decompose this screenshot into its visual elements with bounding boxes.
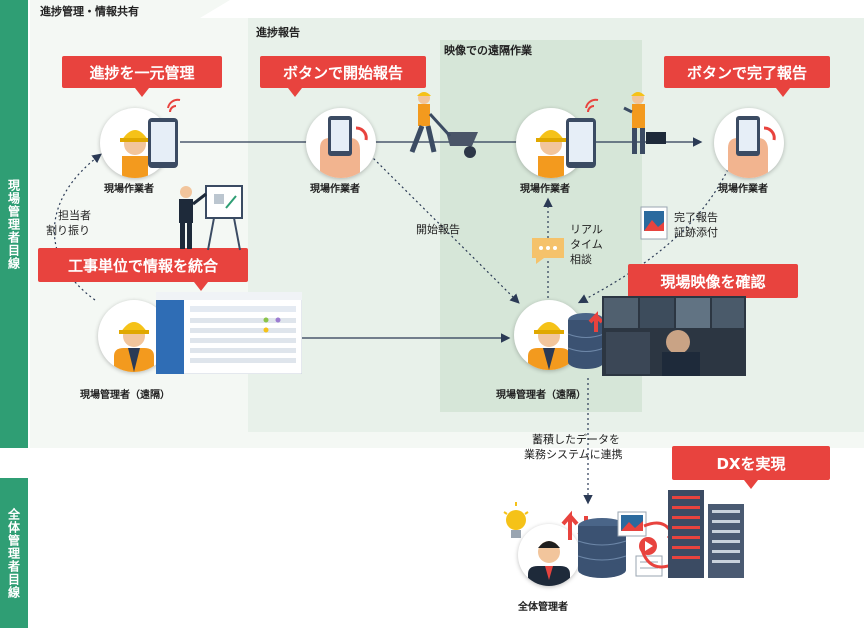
callout-confirm-video: 現場映像を確認	[628, 264, 798, 307]
note-realtime-3: 相談	[570, 253, 592, 266]
server-rack-icon	[668, 490, 744, 578]
sidebar-site-manager-label: 現場管理者目線	[6, 178, 21, 270]
role-manager-center: 現場管理者（遠隔）	[496, 390, 586, 401]
done-report-line	[577, 164, 731, 304]
role-worker-4: 現場作業者	[718, 184, 768, 195]
callout-unified-management: 進捗を一元管理	[62, 56, 222, 97]
note-assign-2: 割り振り	[46, 224, 90, 237]
worker-avatar-4	[714, 108, 784, 178]
note-realtime-1: リアル	[570, 223, 603, 236]
callout-integrate: 工事単位で情報を統合	[38, 248, 248, 291]
section-progress-sharing: 進捗管理・情報共有	[40, 5, 139, 18]
role-worker-3: 現場作業者	[520, 184, 570, 195]
chat-icon	[532, 238, 564, 264]
note-link-2: 業務システムに連携	[524, 448, 623, 461]
dashboard-screen	[156, 292, 302, 374]
role-worker-2: 現場作業者	[310, 184, 360, 195]
note-realtime-2: タイム	[570, 238, 603, 251]
wheelbarrow-worker-icon	[409, 92, 478, 158]
note-done-1: 完了報告	[674, 211, 718, 224]
toolbox-worker-icon	[623, 92, 666, 154]
section-progress-report: 進捗報告	[256, 26, 300, 39]
lightbulb-icon	[503, 502, 529, 538]
photo-icon	[640, 206, 668, 240]
note-assign-1: 担当者	[58, 209, 91, 222]
callout-start-button: ボタンで開始報告	[260, 56, 426, 97]
worker-avatar-2	[306, 108, 376, 178]
section-video-remote: 映像での遠隔作業	[444, 44, 532, 57]
callout-dx: DXを実現	[672, 446, 830, 489]
role-overall-manager: 全体管理者	[518, 602, 568, 613]
sidebar-overall-manager-label: 全体管理者目線	[6, 507, 21, 599]
note-start-report: 開始報告	[416, 223, 460, 236]
callout-done-button: ボタンで完了報告	[664, 56, 830, 97]
role-manager-left: 現場管理者（遠隔）	[80, 390, 170, 401]
note-done-2: 証跡添付	[674, 226, 718, 239]
presenter-icon	[179, 185, 243, 251]
sidebar-overall-manager: 全体管理者目線	[0, 478, 28, 628]
phone-wifi-icon	[566, 98, 599, 168]
phone-icon	[148, 98, 181, 168]
note-link-1: 蓄積したデータを	[532, 433, 620, 446]
role-worker-1: 現場作業者	[104, 184, 154, 195]
sidebar-site-manager: 現場管理者目線	[0, 0, 28, 448]
database-icon	[567, 313, 605, 369]
site-video-image	[602, 296, 746, 376]
